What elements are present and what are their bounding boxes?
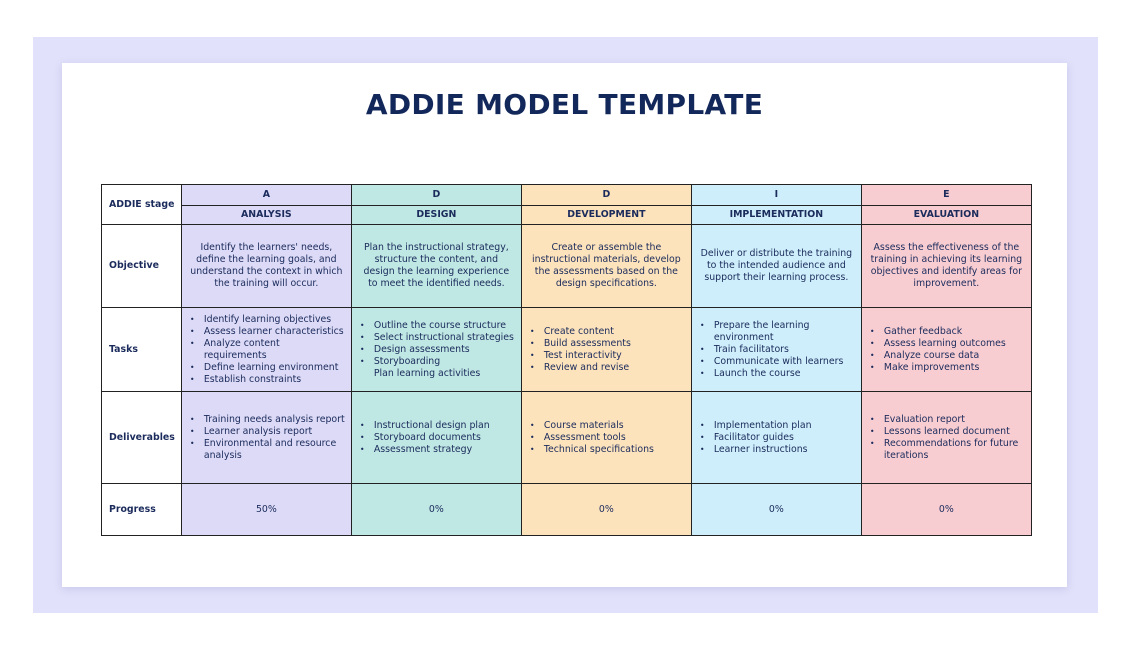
progress-cell: 50% [180, 483, 352, 536]
task-item: Create content [528, 326, 685, 338]
task-item: Define learning environment [188, 362, 345, 374]
stage-name: IMPLEMENTATION [690, 205, 862, 225]
task-item: Plan learning activities [373, 367, 481, 379]
task-item: Outline the course structure [358, 320, 515, 332]
deliverable-item: Evaluation report [868, 414, 1025, 426]
objective-cell: Identify the learners' needs, define the… [180, 224, 352, 308]
tasks-list: Prepare the learning environmentTrain fa… [698, 320, 855, 380]
stage-letter: I [690, 184, 862, 206]
tasks-cell: Identify learning objectivesAssess learn… [180, 307, 352, 392]
progress-cell: 0% [350, 483, 522, 536]
deliverables-list: Implementation planFacilitator guidesLea… [698, 420, 855, 456]
deliverables-cell: Training needs analysis reportLearner an… [180, 391, 352, 484]
deliverable-item: Technical specifications [528, 444, 685, 456]
task-item: Assess learner characteristics [188, 326, 345, 338]
task-item: Communicate with learners [698, 356, 855, 368]
tasks-list: Gather feedbackAssess learning outcomesA… [868, 326, 1025, 374]
tasks-cell: Create contentBuild assessmentsTest inte… [520, 307, 692, 392]
task-item: Assess learning outcomes [868, 338, 1025, 350]
deliverable-item: Assessment strategy [358, 444, 515, 456]
deliverables-list: Training needs analysis reportLearner an… [188, 414, 345, 462]
deliverables-cell: Instructional design planStoryboard docu… [350, 391, 522, 484]
deliverable-item: Learner instructions [698, 444, 855, 456]
stage-label: ADDIE stage [101, 184, 182, 225]
deliverable-item: Implementation plan [698, 420, 855, 432]
stage-name: DEVELOPMENT [520, 205, 692, 225]
deliverables-cell: Evaluation reportLessons learned documen… [860, 391, 1032, 484]
task-item: Identify learning objectives [188, 314, 345, 326]
deliverables-list: Course materialsAssessment toolsTechnica… [528, 420, 685, 456]
objective-cell: Deliver or distribute the training to th… [690, 224, 862, 308]
stage-letter: D [350, 184, 522, 206]
page-title: ADDIE MODEL TEMPLATE [365, 88, 764, 121]
deliverable-item: Assessment tools [528, 432, 685, 444]
objective-label: Objective [101, 224, 182, 308]
deliverable-item: Lessons learned document [868, 426, 1025, 438]
progress-label: Progress [101, 483, 182, 536]
deliverable-item: Facilitator guides [698, 432, 855, 444]
task-item: Analyze course data [868, 350, 1025, 362]
objective-cell: Create or assemble the instructional mat… [520, 224, 692, 308]
progress-cell: 0% [690, 483, 862, 536]
task-item: Build assessments [528, 338, 685, 350]
tasks-list: Create contentBuild assessmentsTest inte… [528, 326, 685, 374]
task-item: Gather feedback [868, 326, 1025, 338]
deliverables-cell: Course materialsAssessment toolsTechnica… [520, 391, 692, 484]
deliverable-item: Instructional design plan [358, 420, 515, 432]
stage-name: EVALUATION [860, 205, 1032, 225]
tasks-list: Identify learning objectivesAssess learn… [188, 314, 345, 386]
deliverable-item: Recommendations for future iterations [868, 438, 1025, 462]
stage-letter: E [860, 184, 1032, 206]
stage-letter: D [520, 184, 692, 206]
task-item: Train facilitators [698, 344, 855, 356]
tasks-label: Tasks [101, 307, 182, 392]
task-item: Select instructional strategies [358, 332, 515, 344]
task-item: Establish constraints [188, 374, 345, 386]
deliverable-item: Learner analysis report [188, 426, 345, 438]
deliverables-list: Evaluation reportLessons learned documen… [868, 414, 1025, 462]
deliverables-label: Deliverables [101, 391, 182, 484]
task-item: Analyze content requirements [188, 338, 345, 362]
task-item: Storyboarding [358, 356, 515, 368]
tasks-list: Outline the course structureSelect instr… [358, 320, 515, 380]
tasks-cell: Gather feedbackAssess learning outcomesA… [860, 307, 1032, 392]
task-item: Launch the course [698, 368, 855, 380]
stage-name: DESIGN [350, 205, 522, 225]
stage-letter: A [180, 184, 352, 206]
deliverables-cell: Implementation planFacilitator guidesLea… [690, 391, 862, 484]
tasks-cell: Prepare the learning environmentTrain fa… [690, 307, 862, 392]
deliverable-item: Training needs analysis report [188, 414, 345, 426]
progress-cell: 0% [520, 483, 692, 536]
task-item: Prepare the learning environment [698, 320, 855, 344]
tasks-cell: Outline the course structureSelect instr… [350, 307, 522, 392]
deliverables-list: Instructional design planStoryboard docu… [358, 420, 515, 456]
task-item: Review and revise [528, 362, 685, 374]
task-item: Test interactivity [528, 350, 685, 362]
objective-cell: Assess the effectiveness of the training… [860, 224, 1032, 308]
task-item: Make improvements [868, 362, 1025, 374]
deliverable-item: Environmental and resource analysis [188, 438, 345, 462]
progress-cell: 0% [860, 483, 1032, 536]
deliverable-item: Course materials [528, 420, 685, 432]
deliverable-item: Storyboard documents [358, 432, 515, 444]
objective-cell: Plan the instructional strategy, structu… [350, 224, 522, 308]
stage-name: ANALYSIS [180, 205, 352, 225]
task-item: Design assessments [358, 344, 515, 356]
